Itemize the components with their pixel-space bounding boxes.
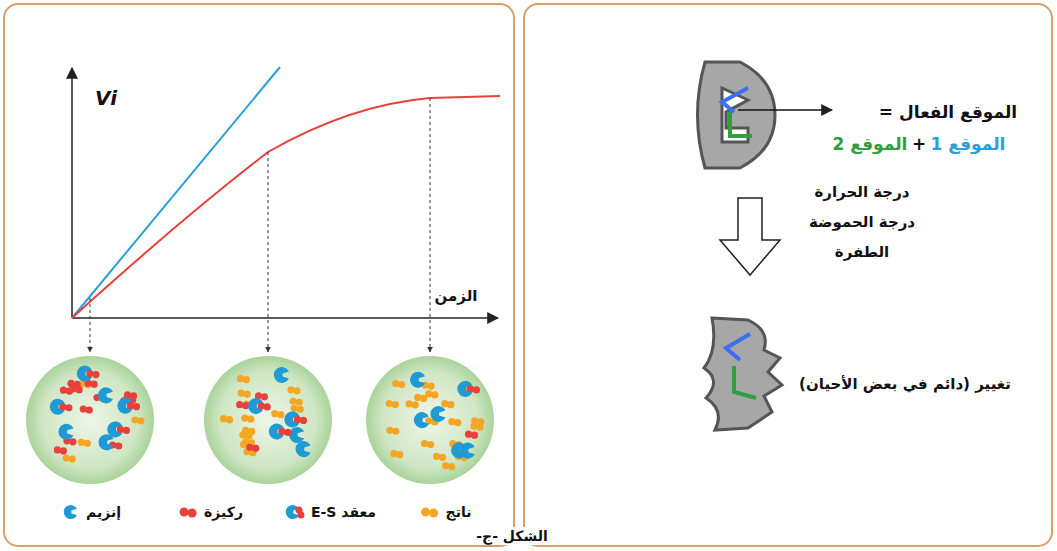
legend-text: ناتج [446,504,472,520]
legend-swatch [177,504,199,520]
label-text: الزمن [435,287,478,305]
label-text: درجة الحرارة [814,183,909,201]
label-text: الموقع 1 [931,134,1006,154]
label-text: الموقع الفعال = [879,102,1017,122]
active-site-2 [734,366,756,398]
label-text: Vi [95,86,117,110]
legend-item: ركيزة [177,504,243,520]
legend-item: ناتج [419,504,472,520]
reaction-medium [204,356,332,484]
label-text: تغيير (دائم في بعض الأحيان) [799,375,1011,393]
legend-swatch [59,504,81,520]
reaction-medium [26,356,154,484]
label-text: الموقع 2 [833,134,908,154]
active-site-2 [730,112,752,136]
legend-text: إنزيم [86,504,121,520]
hollow-down-arrow [720,198,780,275]
enzyme-shape [698,62,776,168]
dashed-leader [90,298,91,352]
pointer-arrow [738,109,832,111]
legend-swatch [419,504,441,520]
rate-curve [72,96,500,318]
dashed-leader [268,152,269,352]
particles [50,366,485,471]
active-site-1 [722,88,748,112]
active-site-1 [726,334,750,360]
label-text: الطفرة [835,243,889,261]
panel-border [4,4,514,546]
legend-swatch [284,504,306,520]
label-text: + [912,134,926,154]
legend-text: ركيزة [204,504,243,520]
x-axis [72,317,498,319]
legend-item: إنزيم [59,504,121,520]
legend-text: معقد E-S [311,504,376,520]
reaction-medium [366,356,494,484]
panel-border [524,4,1052,546]
y-axis [71,68,73,318]
linear-rate-line [72,67,280,318]
legend-item: معقد E-S [284,504,376,520]
dashed-leader [430,98,431,352]
figure-caption: الشكل -ج- [472,527,552,545]
label-text: درجة الحموضة [809,213,915,231]
denatured-enzyme [704,318,782,430]
